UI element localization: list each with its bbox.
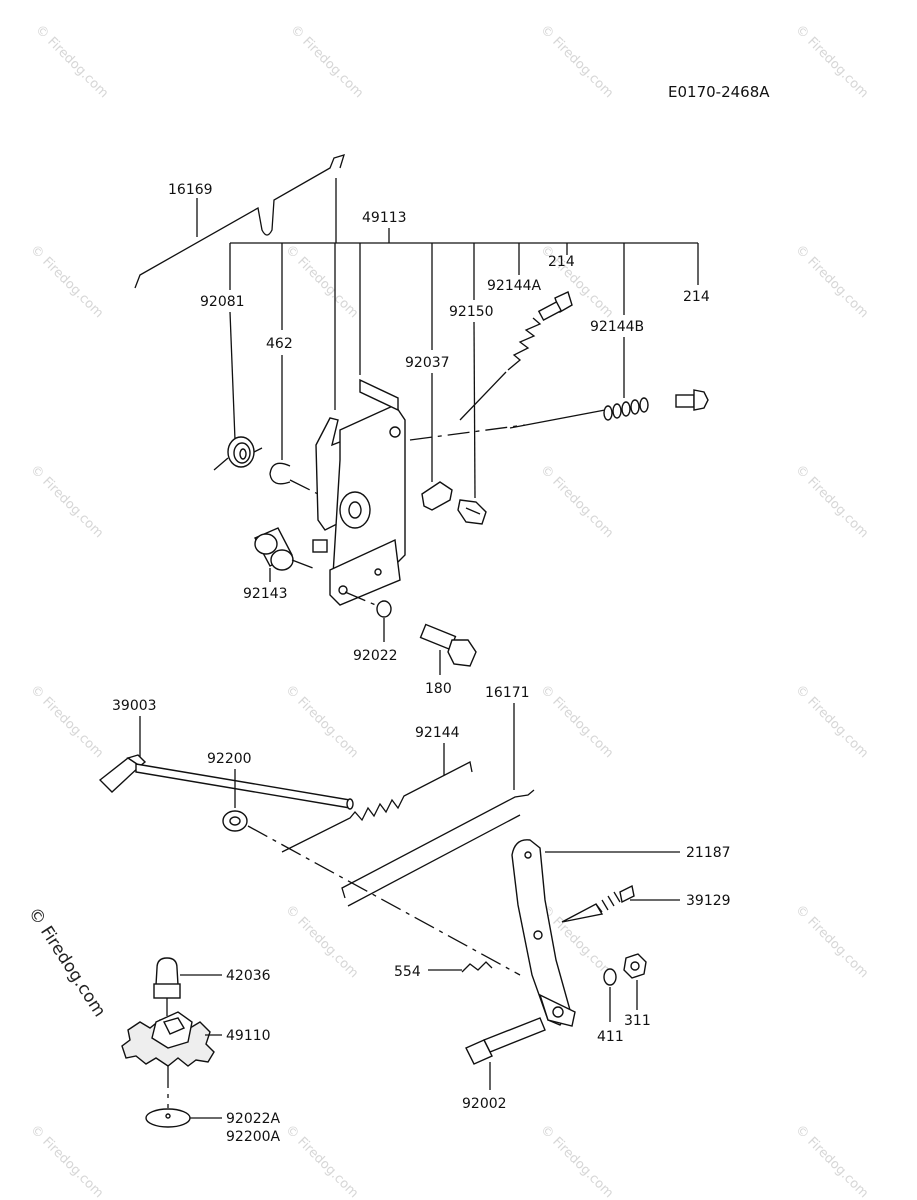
label-214-right: 214 bbox=[683, 289, 710, 305]
part-92144A-spring bbox=[459, 317, 542, 421]
part-39129-needle bbox=[561, 884, 635, 923]
watermark: © Firedog.com bbox=[282, 682, 361, 761]
watermark: © Firedog.com bbox=[537, 1122, 616, 1200]
part-92037-clamp bbox=[421, 481, 453, 511]
part-21187-lever bbox=[511, 839, 576, 1027]
part-92144B-spring bbox=[603, 397, 649, 421]
label-92022A: 92022A bbox=[226, 1111, 281, 1127]
watermark: © Firedog.com bbox=[27, 682, 106, 761]
label-92002: 92002 bbox=[462, 1096, 507, 1112]
part-92150-screw bbox=[457, 499, 487, 525]
washer-axis bbox=[344, 591, 379, 607]
watermark: © Firedog.com bbox=[792, 242, 871, 321]
label-39129: 39129 bbox=[686, 893, 731, 909]
label-16169: 16169 bbox=[168, 182, 213, 198]
label-49113: 49113 bbox=[362, 210, 407, 226]
watermark: © Firedog.com bbox=[27, 462, 106, 541]
watermark: © Firedog.com bbox=[537, 462, 616, 541]
watermark: © Firedog.com bbox=[287, 22, 366, 101]
label-411: 411 bbox=[597, 1029, 624, 1045]
leader-92150 bbox=[473, 321, 476, 499]
watermark: © Firedog.com bbox=[282, 1122, 361, 1200]
watermark: © Firedog.com bbox=[792, 22, 871, 101]
watermark: © Firedog.com bbox=[282, 902, 361, 981]
part-92022-washer bbox=[376, 600, 392, 618]
watermark: © Firedog.com bbox=[27, 1122, 106, 1200]
part-311-nut bbox=[623, 953, 647, 979]
part-92143-collar bbox=[254, 527, 294, 571]
label-21187: 21187 bbox=[686, 845, 731, 861]
watermark: © Firedog.com bbox=[537, 22, 616, 101]
watermark: © Firedog.com bbox=[792, 1122, 871, 1200]
label-42036: 42036 bbox=[226, 968, 271, 984]
part-49110-gear bbox=[121, 1011, 215, 1067]
label-39003: 39003 bbox=[112, 698, 157, 714]
rod-16171 bbox=[341, 789, 535, 899]
drawing-code: E0170-2468A bbox=[668, 83, 770, 101]
rod-16171-lower bbox=[347, 814, 521, 907]
part-411-washer bbox=[603, 968, 617, 986]
part-554-clip bbox=[461, 961, 493, 973]
part-42036-cap bbox=[153, 957, 181, 999]
washer-center bbox=[165, 1113, 171, 1119]
watermark: © Firedog.com bbox=[792, 902, 871, 981]
leader-92081 bbox=[229, 311, 236, 441]
watermark: © Firedog.com bbox=[282, 242, 361, 321]
label-311: 311 bbox=[624, 1013, 651, 1029]
label-92200: 92200 bbox=[207, 751, 252, 767]
label-180: 180 bbox=[425, 681, 452, 697]
label-92200A: 92200A bbox=[226, 1129, 281, 1145]
pin-axis bbox=[409, 424, 526, 441]
label-214-upper: 214 bbox=[548, 254, 575, 270]
label-92144A: 92144A bbox=[487, 278, 542, 294]
label-92081: 92081 bbox=[200, 294, 245, 310]
part-92144-spring bbox=[281, 761, 473, 853]
collar-axis bbox=[291, 559, 319, 571]
part-92081-spring bbox=[213, 436, 263, 471]
label-49110: 49110 bbox=[226, 1028, 271, 1044]
watermark: © Firedog.com bbox=[792, 682, 871, 761]
label-92144: 92144 bbox=[415, 725, 460, 741]
label-462: 462 bbox=[266, 336, 293, 352]
label-16171: 16171 bbox=[485, 685, 530, 701]
watermark-large: © Firedog.com bbox=[24, 904, 110, 1021]
watermark: © Firedog.com bbox=[32, 22, 111, 101]
watermark: © Firedog.com bbox=[792, 462, 871, 541]
part-92002-bolt bbox=[465, 1017, 546, 1065]
label-554: 554 bbox=[394, 964, 421, 980]
clip-axis bbox=[289, 479, 321, 496]
part-214-bolt-right bbox=[675, 389, 709, 411]
label-92144B: 92144B bbox=[590, 319, 644, 335]
watermark: © Firedog.com bbox=[537, 682, 616, 761]
part-180-bolt bbox=[419, 623, 477, 667]
label-92022: 92022 bbox=[353, 648, 398, 664]
part-462-clip bbox=[269, 462, 291, 485]
watermark: © Firedog.com bbox=[27, 242, 106, 321]
rod-16169 bbox=[134, 154, 345, 289]
watermark-layer: © Firedog.com © Firedog.com © Firedog.co… bbox=[24, 22, 871, 1200]
shaft-axis bbox=[247, 825, 521, 976]
part-39003-shaft bbox=[98, 754, 354, 810]
part-92200-washer bbox=[222, 810, 248, 832]
label-92143: 92143 bbox=[243, 586, 288, 602]
pin-axis bbox=[509, 409, 606, 429]
part-214-bolt-upper bbox=[537, 291, 573, 322]
label-92150: 92150 bbox=[449, 304, 494, 320]
part-49113-governor-plate bbox=[312, 378, 406, 606]
label-92037: 92037 bbox=[405, 355, 450, 371]
